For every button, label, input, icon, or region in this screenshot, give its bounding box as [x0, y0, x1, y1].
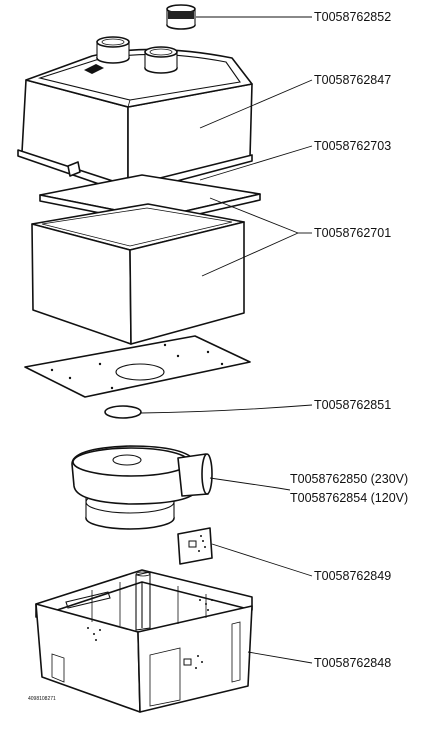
label-filter-box: T0058762701 — [314, 226, 391, 240]
label-blower-fan-230v: T0058762850 (230V) — [290, 472, 408, 486]
leader-filter-box-a — [209, 197, 299, 234]
part-labels: T0058762852 T0058762847 T0058762703 T005… — [28, 10, 408, 702]
label-upper-housing: T0058762847 — [314, 73, 391, 87]
leader-base-tray — [247, 651, 313, 664]
leader-lines — [140, 16, 313, 664]
drawing-code: 4098108271 — [28, 696, 56, 702]
filter-box-part — [31, 203, 245, 345]
seal-ring-part — [104, 405, 142, 419]
upper-housing-part — [17, 36, 253, 195]
mounting-sheet-part — [24, 335, 251, 398]
base-tray-part — [35, 569, 253, 713]
label-cap: T0058762852 — [314, 10, 391, 24]
leader-filter-pad — [199, 145, 313, 181]
leader-blower-fan — [209, 477, 291, 491]
label-filter-pad: T0058762703 — [314, 139, 391, 153]
label-blower-fan-120v: T0058762854 (120V) — [290, 491, 408, 505]
leader-filter-box-b — [201, 232, 299, 277]
label-seal-ring: T0058762851 — [314, 398, 391, 412]
label-base-tray: T0058762848 — [314, 656, 391, 670]
cap-part — [166, 4, 196, 30]
leader-connector-plate — [211, 543, 313, 577]
label-connector-plate: T0058762849 — [314, 569, 391, 583]
blower-fan-part — [71, 445, 213, 530]
connector-plate-part — [177, 527, 213, 565]
leader-seal-ring — [140, 404, 313, 414]
leader-upper-housing — [199, 79, 313, 129]
